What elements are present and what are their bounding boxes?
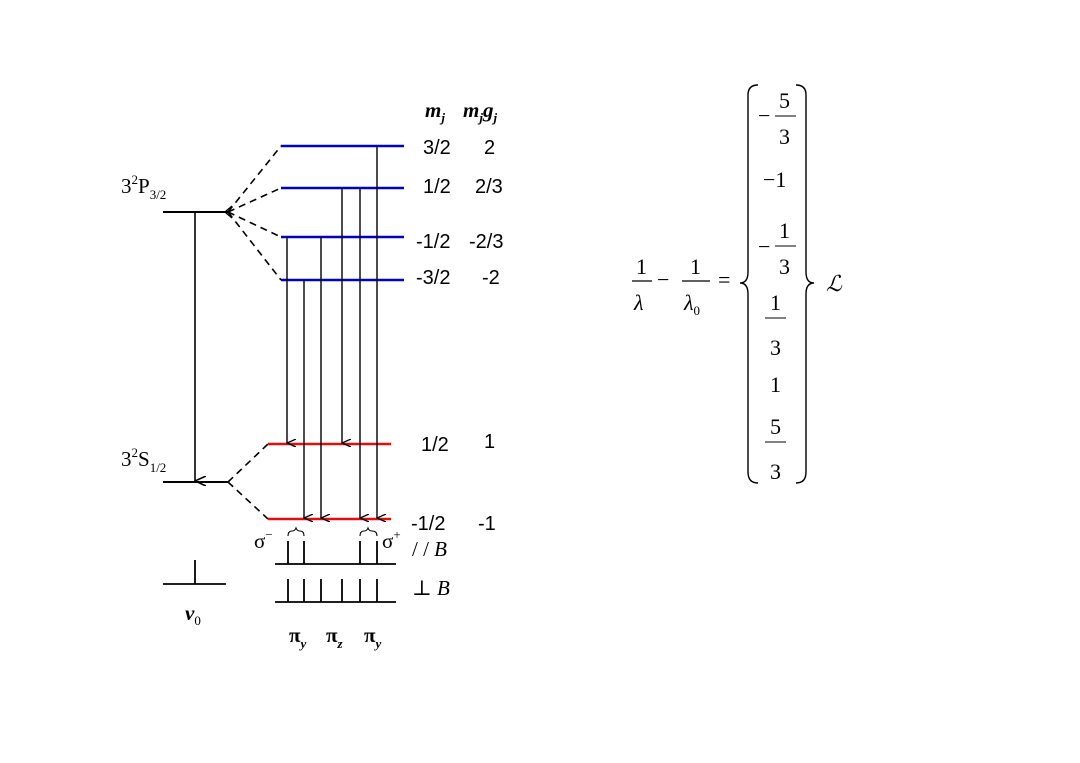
mj-label: 3/2: [423, 137, 451, 159]
mj-label: -1/2: [411, 513, 445, 535]
term-3p32: 32P3/2: [121, 172, 166, 202]
upper-fan-arrowhead: [223, 205, 233, 219]
value-numerator: 1: [779, 218, 790, 243]
mjgj-label: 1: [484, 431, 495, 453]
lower-zeeman-levels: [268, 442, 391, 521]
upper-level-labels: 3/2 2 1/2 2/3 -1/2 -2/3 -3/2 -2: [416, 137, 503, 289]
upper-splitting-lines: [227, 145, 282, 281]
mjgj-label: -2/3: [469, 231, 503, 253]
wavelength-shift-formula: 1 λ − 1 λ0 = − 5 3 −1 − 1 3 1 3 1 5 3 ℒ: [632, 84, 843, 484]
lower-level-labels: 1/2 1 -1/2 -1: [411, 431, 496, 535]
mjgj-label: 2: [484, 137, 495, 159]
header-mjgj: mjgj: [463, 98, 497, 125]
mjgj-label: -1: [478, 513, 496, 535]
equals-sign: =: [718, 267, 730, 292]
sigma-plus-label: σ+: [382, 527, 401, 553]
fraction2-denominator: λ0: [683, 290, 700, 318]
sigma-minus-label: σ−: [254, 527, 273, 553]
left-brace: [739, 84, 759, 484]
value-denominator: 3: [779, 124, 790, 149]
value-numerator: 5: [779, 88, 790, 113]
mj-label: 1/2: [421, 434, 449, 456]
perpendicular-b-label: ⊥ B: [412, 576, 450, 600]
spectrum-unperturbed: [163, 560, 226, 585]
parallel-b-label: / / B: [412, 537, 447, 561]
mj-label: -1/2: [416, 231, 450, 253]
value-plain: 1: [770, 372, 781, 397]
mjgj-label: -2: [482, 267, 500, 289]
header-mj: mj: [425, 98, 445, 125]
brace-sigma-plus: [359, 526, 378, 537]
lower-splitting-lines: [227, 443, 269, 520]
nu0-label: ν0: [185, 601, 201, 628]
value-denominator: 3: [770, 459, 781, 484]
pi-y-left-label: πy: [289, 623, 307, 651]
brace-sigma-minus: [287, 526, 305, 537]
term-3s12: 32S1/2: [121, 445, 166, 475]
fraction1-denominator: λ: [633, 290, 644, 315]
mj-label: -3/2: [416, 267, 450, 289]
fraction2-numerator: 1: [690, 254, 701, 279]
value-denominator: 3: [779, 254, 790, 279]
value-sign: −: [758, 234, 770, 259]
pi-z-label: πz: [326, 623, 344, 651]
minus-sign: −: [657, 267, 669, 292]
value-numerator: 5: [770, 414, 781, 439]
spectrum-parallel-b: [275, 541, 396, 565]
mj-label: 1/2: [423, 176, 451, 198]
lorentz-unit-symbol: ℒ: [826, 271, 843, 296]
value-numerator: 1: [770, 290, 781, 315]
value-denominator: 3: [770, 335, 781, 360]
value-sign: −: [758, 103, 770, 128]
zeeman-transitions: [287, 146, 377, 518]
right-brace: [795, 84, 815, 484]
spectrum-perpendicular-b: [275, 579, 396, 603]
fraction1-numerator: 1: [636, 254, 647, 279]
value-plain: −1: [763, 167, 786, 192]
mjgj-label: 2/3: [475, 176, 503, 198]
pi-y-right-label: πy: [364, 623, 382, 651]
